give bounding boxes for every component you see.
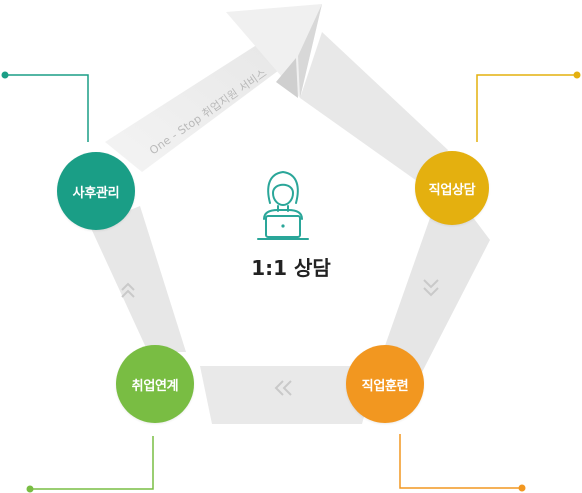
callout-line-job-training	[399, 434, 522, 489]
node-job-training[interactable]: 직업훈련	[346, 345, 424, 423]
node-label: 취업연계	[131, 378, 179, 394]
track-segment-top-right	[300, 32, 448, 186]
banner-arrow-head	[226, 4, 322, 98]
node-follow-up[interactable]: 사후관리	[57, 152, 135, 230]
banner-arrow-fold	[276, 58, 298, 98]
chevron-left-icon	[274, 380, 284, 396]
node-job-counseling[interactable]: 직업상담	[415, 151, 489, 225]
node-label: 직업상담	[428, 182, 476, 198]
callout-dot-follow-up	[1, 71, 9, 79]
chevron-down-icon	[423, 279, 439, 289]
banner-arrow-shade	[298, 4, 322, 98]
node-label: 사후관리	[72, 185, 120, 201]
node-job-linking[interactable]: 취업연계	[116, 345, 194, 423]
chevron-down-icon	[423, 287, 439, 297]
chevron-left-icon	[282, 380, 292, 396]
center-title: 1:1 상담	[251, 256, 331, 280]
cycle-track	[90, 4, 490, 424]
callout-dot-job-linking	[26, 485, 34, 493]
track-segment-left	[90, 206, 186, 352]
callout-dot-job-counseling	[573, 71, 581, 79]
track-segment-bottom	[200, 366, 378, 424]
counselor-laptop-icon	[257, 171, 309, 240]
flow-chevrons	[121, 279, 439, 396]
track-segment-right	[380, 208, 490, 380]
callout-lines	[5, 74, 577, 490]
callout-dots	[1, 71, 581, 493]
callout-dot-job-training	[518, 484, 526, 492]
track-segment-top-left	[105, 30, 298, 172]
chevron-up-icon	[121, 282, 135, 291]
callout-line-job-counseling	[476, 74, 577, 142]
callout-line-job-linking	[30, 436, 154, 490]
node-label: 직업훈련	[361, 378, 409, 394]
chevron-up-icon	[121, 289, 135, 298]
callout-line-follow-up	[5, 74, 89, 142]
